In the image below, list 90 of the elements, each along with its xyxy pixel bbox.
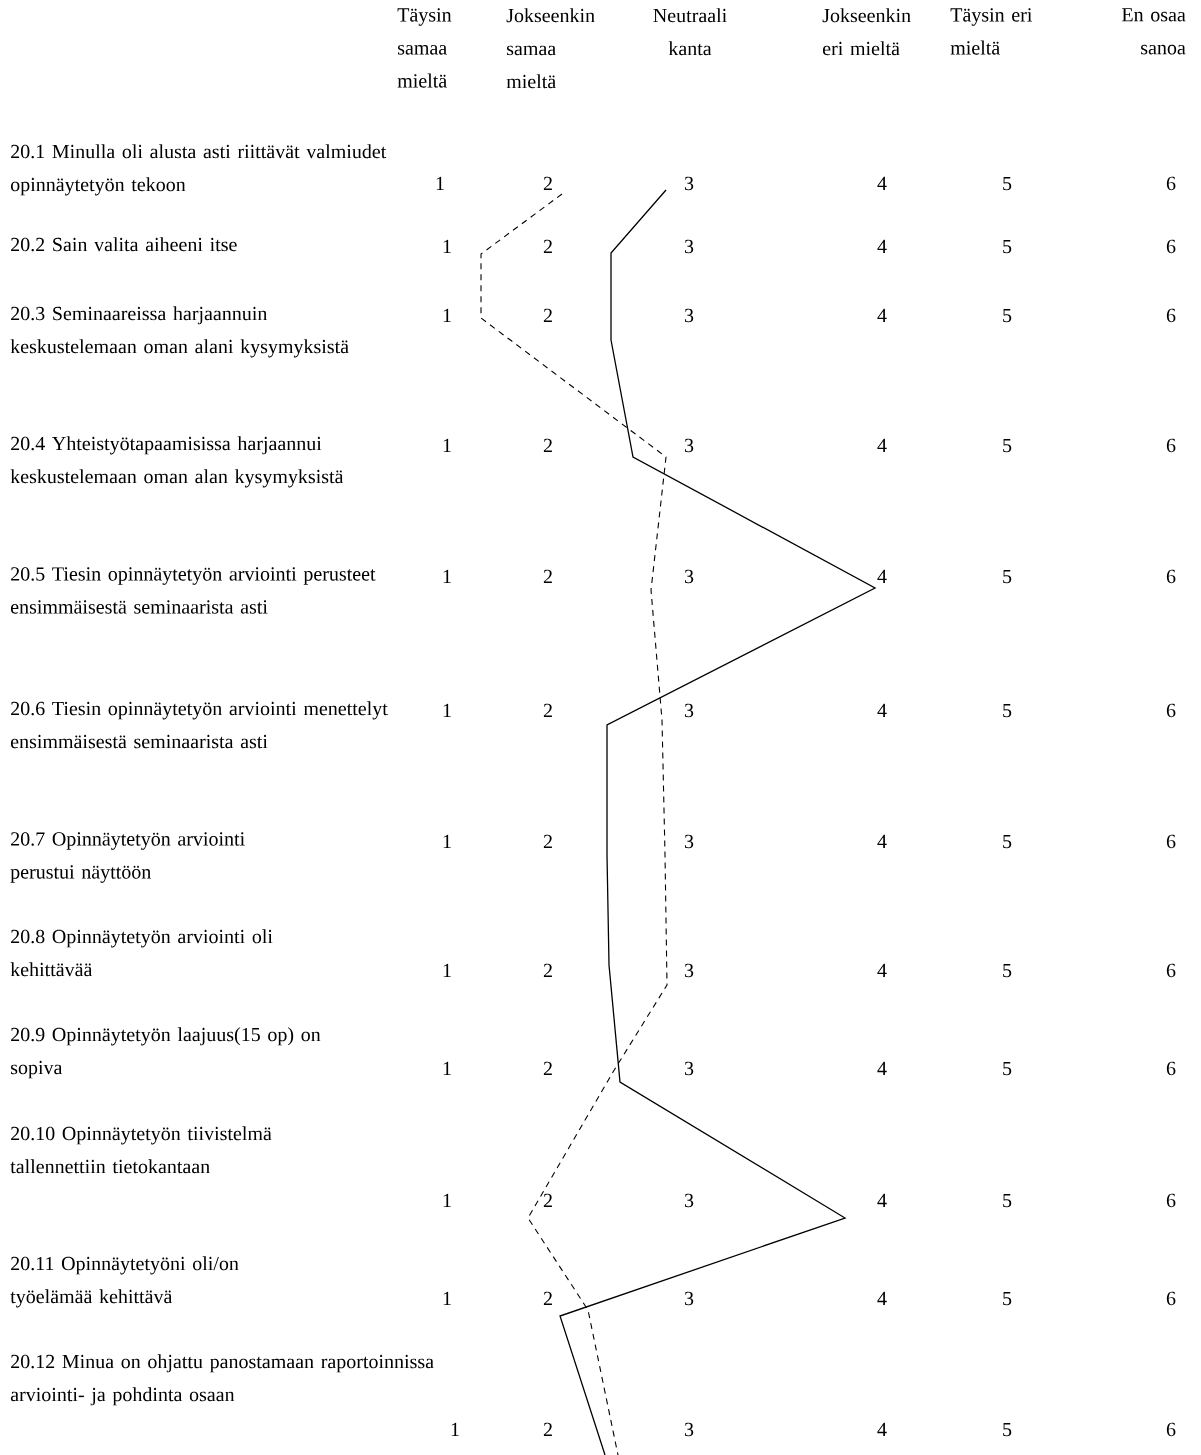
scale-number: 5: [1003, 1291, 1012, 1306]
scale-number: 2: [543, 1061, 552, 1075]
scale-number: 1: [443, 834, 451, 848]
scale-number: 4: [877, 1193, 887, 1207]
scale-number: 4: [877, 703, 887, 717]
scale-number: 3: [684, 176, 694, 191]
survey-statement: 20.8 Opinnäytetyön arviointi oli kehittävää: [10, 929, 273, 977]
column-header: En osaa sanoa: [1122, 8, 1186, 55]
scale-number: 5: [1003, 1422, 1012, 1437]
survey-statement: 20.6 Tiesin opinnäytetyön arviointi menettelyt ensimmäisestä seminaarista asti: [11, 701, 388, 749]
column-header: Jokseenkin samaa mieltä: [506, 8, 595, 89]
scale-number: 3: [684, 569, 694, 584]
scale-number: 5: [1003, 1061, 1012, 1076]
scale-number: 1: [443, 308, 451, 322]
scale-number: 3: [684, 834, 694, 849]
survey-statement: 20.4 Yhteistyötapaamisissa harjaannui keskustelemaan oman alan kysymyksistä: [10, 436, 344, 488]
scale-number: 1: [443, 703, 451, 717]
scale-number: 3: [684, 963, 694, 978]
scale-number: 1: [443, 1061, 451, 1075]
scale-number: 1: [443, 239, 451, 253]
scale-number: 1: [443, 963, 451, 977]
scale-number: 5: [1003, 703, 1012, 718]
scale-number: 5: [1003, 176, 1012, 191]
scale-number: 3: [684, 1291, 694, 1306]
scale-number: 5: [1003, 239, 1012, 254]
scale-number: 5: [1003, 308, 1012, 323]
scale-number: 4: [877, 569, 887, 583]
scale-number: 2: [543, 176, 552, 190]
scale-number: 2: [543, 1291, 552, 1305]
scale-number: 6: [1166, 703, 1176, 718]
scale-number: 4: [877, 176, 887, 190]
scale-number: 2: [543, 438, 552, 452]
column-header: Täysin samaa mieltä: [397, 8, 452, 88]
scale-number: 4: [877, 239, 887, 253]
scale-number: 2: [543, 569, 552, 583]
scale-number: 4: [877, 1061, 887, 1075]
survey-statement: 20.11 Opinnäytetyöni oli/on työelämää kehittävä: [10, 1256, 239, 1308]
survey-statement: 20.3 Seminaareissa harjaannuin keskustelemaan oman alani kysymyksistä: [10, 306, 349, 358]
scale-number: 1: [436, 176, 444, 190]
scale-number: 3: [684, 308, 694, 323]
scale-number: 6: [1166, 308, 1176, 323]
scale-number: 1: [443, 1291, 451, 1305]
scale-number: 6: [1166, 834, 1176, 849]
scale-number: 6: [1166, 1422, 1176, 1437]
scale-number: 4: [877, 438, 887, 452]
scale-number: 4: [877, 963, 887, 977]
scale-number: 5: [1003, 834, 1012, 849]
scale-number: 2: [543, 834, 552, 848]
survey-statement: 20.1 Minulla oli alusta asti riittävät valmiudet opinnäytetyön tekoon: [10, 144, 387, 196]
column-header: Neutraali kanta: [653, 8, 727, 56]
scale-number: 1: [451, 1422, 459, 1436]
survey-statement: 20.5 Tiesin opinnäytetyön arviointi perusteet ensimmäisestä seminaarista asti: [11, 567, 376, 614]
scale-number: 3: [684, 1061, 694, 1076]
column-header: Täysin eri mieltä: [950, 8, 1033, 55]
scale-number: 5: [1003, 438, 1012, 453]
scale-number: 1: [443, 569, 451, 583]
survey-statement: 20.9 Opinnäytetyön laajuus(15 op) on sopiva: [11, 1027, 321, 1079]
scale-number: 4: [877, 308, 887, 322]
scale-number: 2: [543, 1193, 552, 1207]
column-header: Jokseenkin eri mieltä: [822, 8, 911, 56]
survey-statement: 20.2 Sain valita aiheeni itse: [11, 237, 237, 252]
scale-number: 6: [1166, 239, 1176, 254]
scale-number: 2: [543, 1422, 552, 1436]
scale-number: 4: [877, 1422, 887, 1436]
survey-statement: 20.7 Opinnäytetyön arviointi perustui näyttöön: [10, 832, 245, 883]
scale-number: 1: [443, 1193, 451, 1207]
scale-number: 2: [543, 239, 552, 253]
scale-number: 2: [543, 308, 552, 322]
scale-number: 6: [1166, 438, 1176, 453]
scale-number: 2: [543, 703, 552, 717]
scale-number: 5: [1003, 963, 1012, 978]
scale-number: 6: [1166, 1291, 1176, 1306]
scale-number: 6: [1166, 963, 1176, 978]
survey-statement: 20.12 Minua on ohjattu panostamaan raportoinnissa arviointi- ja pohdinta osaan: [10, 1354, 434, 1406]
scale-number: 4: [877, 1291, 887, 1305]
scale-number: 6: [1166, 1193, 1176, 1208]
scale-number: 3: [684, 703, 694, 718]
scale-number: 1: [443, 438, 451, 452]
scale-number: 5: [1003, 1193, 1012, 1208]
scale-number: 3: [684, 1193, 694, 1208]
scale-number: 6: [1166, 176, 1176, 191]
scale-number: 3: [684, 1422, 694, 1437]
scale-number: 4: [877, 834, 887, 848]
scale-number: 3: [684, 239, 694, 254]
scale-number: 2: [543, 963, 552, 977]
survey-statement: 20.10 Opinnäytetyön tiivistelmä tallennettiin tietokantaan: [10, 1126, 272, 1174]
scale-number: 3: [684, 438, 694, 453]
scale-number: 5: [1003, 569, 1012, 584]
scale-number: 6: [1166, 569, 1176, 584]
scale-number: 6: [1166, 1061, 1176, 1076]
